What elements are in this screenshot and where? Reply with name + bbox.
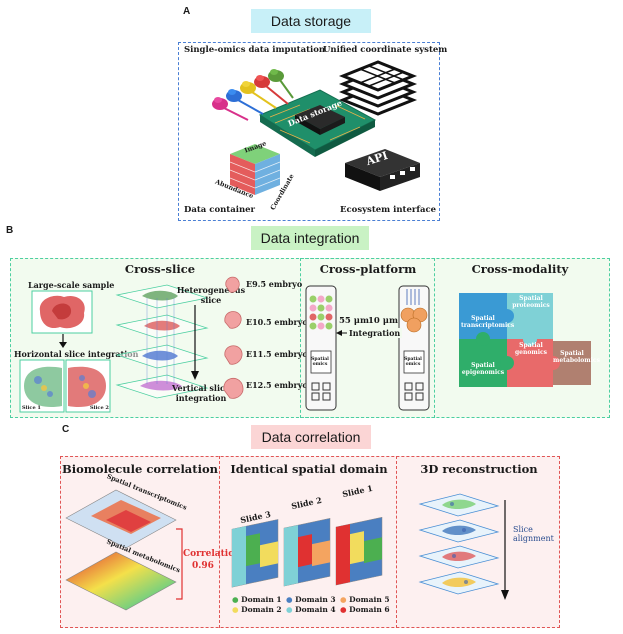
piece-spatial-epigenomics: Spatial epigenomics [461, 362, 505, 376]
piece-spatial-genomics: Spatial genomics [514, 342, 548, 356]
resolution-right: 10 μm [368, 316, 399, 326]
cross-modality-title: Cross-modality [471, 262, 569, 276]
api-chip-illustration [345, 149, 420, 191]
embryo-label-e9-5: E9.5 embryo [246, 279, 303, 289]
label-large-scale-sample: Large-scale sample [28, 280, 115, 290]
left-spatial-device [305, 285, 337, 411]
domain-slides [231, 516, 383, 588]
biomolecule-layers [65, 489, 177, 611]
panel-a-frame [178, 42, 440, 221]
piece-spatial-proteomics: Spatial proteomics [512, 295, 550, 309]
embryo-label-e11-5: E11.5 embryo [246, 349, 308, 359]
domain-frame [219, 456, 397, 628]
horizontal-slices-image [19, 359, 111, 413]
large-scale-sample-tissue [31, 290, 93, 334]
label-slice-alignment: Slice alignment [513, 525, 554, 543]
alignment-arrow-icon [501, 500, 509, 600]
label-slice-2: Slice 2 [90, 405, 109, 411]
label-vertical-slice-integration: Vertical slice integration [172, 383, 230, 403]
embryo-illustrations [223, 276, 244, 399]
panel-a-title: Data storage [251, 9, 371, 33]
right-spatial-device [398, 285, 430, 411]
label-horizontal-slice-integration: Horizontal slice integration [14, 349, 139, 359]
legend-domain-3: ● Domain 3 [286, 595, 336, 604]
modality-puzzle [459, 293, 591, 387]
label-slice-1: Slice 1 [22, 405, 41, 411]
label-heterogeneous-slice: Heterogeneous slice [176, 285, 246, 305]
reconstruction-title: 3D reconstruction [420, 462, 538, 476]
legend-domain-6: ● Domain 6 [340, 605, 390, 614]
left-device-label: Spatial omics [311, 357, 329, 367]
cross-slice-title: Cross-slice [124, 262, 196, 276]
integration-label: Integration [347, 328, 403, 338]
coordinate-grid-stack [338, 60, 418, 116]
correlation-value: 0.96 [192, 561, 214, 571]
biomolecule-title: Biomolecule correlation [62, 462, 218, 476]
label-unified-coordinate: Unified coordinate system [323, 45, 448, 55]
correlation-bracket [176, 528, 183, 600]
label-ecosystem-interface: Ecosystem interface [340, 205, 437, 215]
circuit-board-illustration [258, 89, 377, 157]
mice-illustration [212, 69, 294, 121]
embryo-label-e12-5: E12.5 embryo [246, 380, 308, 390]
resolution-left: 55 μm [339, 316, 370, 326]
down-arrow-icon [59, 334, 67, 348]
label-single-omics: Single-omics data imputation [184, 45, 326, 55]
panel-letter-a: A [183, 6, 191, 17]
legend-domain-2: ● Domain 2 [232, 605, 282, 614]
piece-spatial-metabolomics: Spatial metabolomics [553, 350, 600, 364]
domain-title: Identical spatial domain [230, 462, 388, 476]
correlation-label: Correlation [183, 549, 241, 559]
data-container-cube [229, 144, 281, 195]
right-device-label: Spatial omics [404, 357, 422, 367]
piece-spatial-transcriptomics: Spatial transcriptomics [461, 315, 515, 329]
panel-letter-b: B [6, 225, 14, 236]
embryo-label-e10-5: E10.5 embryo [246, 317, 308, 327]
label-data-container: Data container [184, 205, 256, 215]
reconstruction-stack [418, 493, 500, 595]
panel-c-title: Data correlation [251, 425, 371, 449]
cross-platform-title: Cross-platform [319, 262, 417, 276]
legend-domain-5: ● Domain 5 [340, 595, 390, 604]
legend-domain-4: ● Domain 4 [286, 605, 336, 614]
panel-letter-c: C [62, 424, 70, 435]
vertical-arrow-icon [191, 305, 199, 380]
vertical-slice-stack [115, 284, 209, 399]
cross-platform-frame [300, 258, 435, 418]
panel-b-title: Data integration [251, 226, 369, 250]
legend-domain-1: ● Domain 1 [232, 595, 282, 604]
